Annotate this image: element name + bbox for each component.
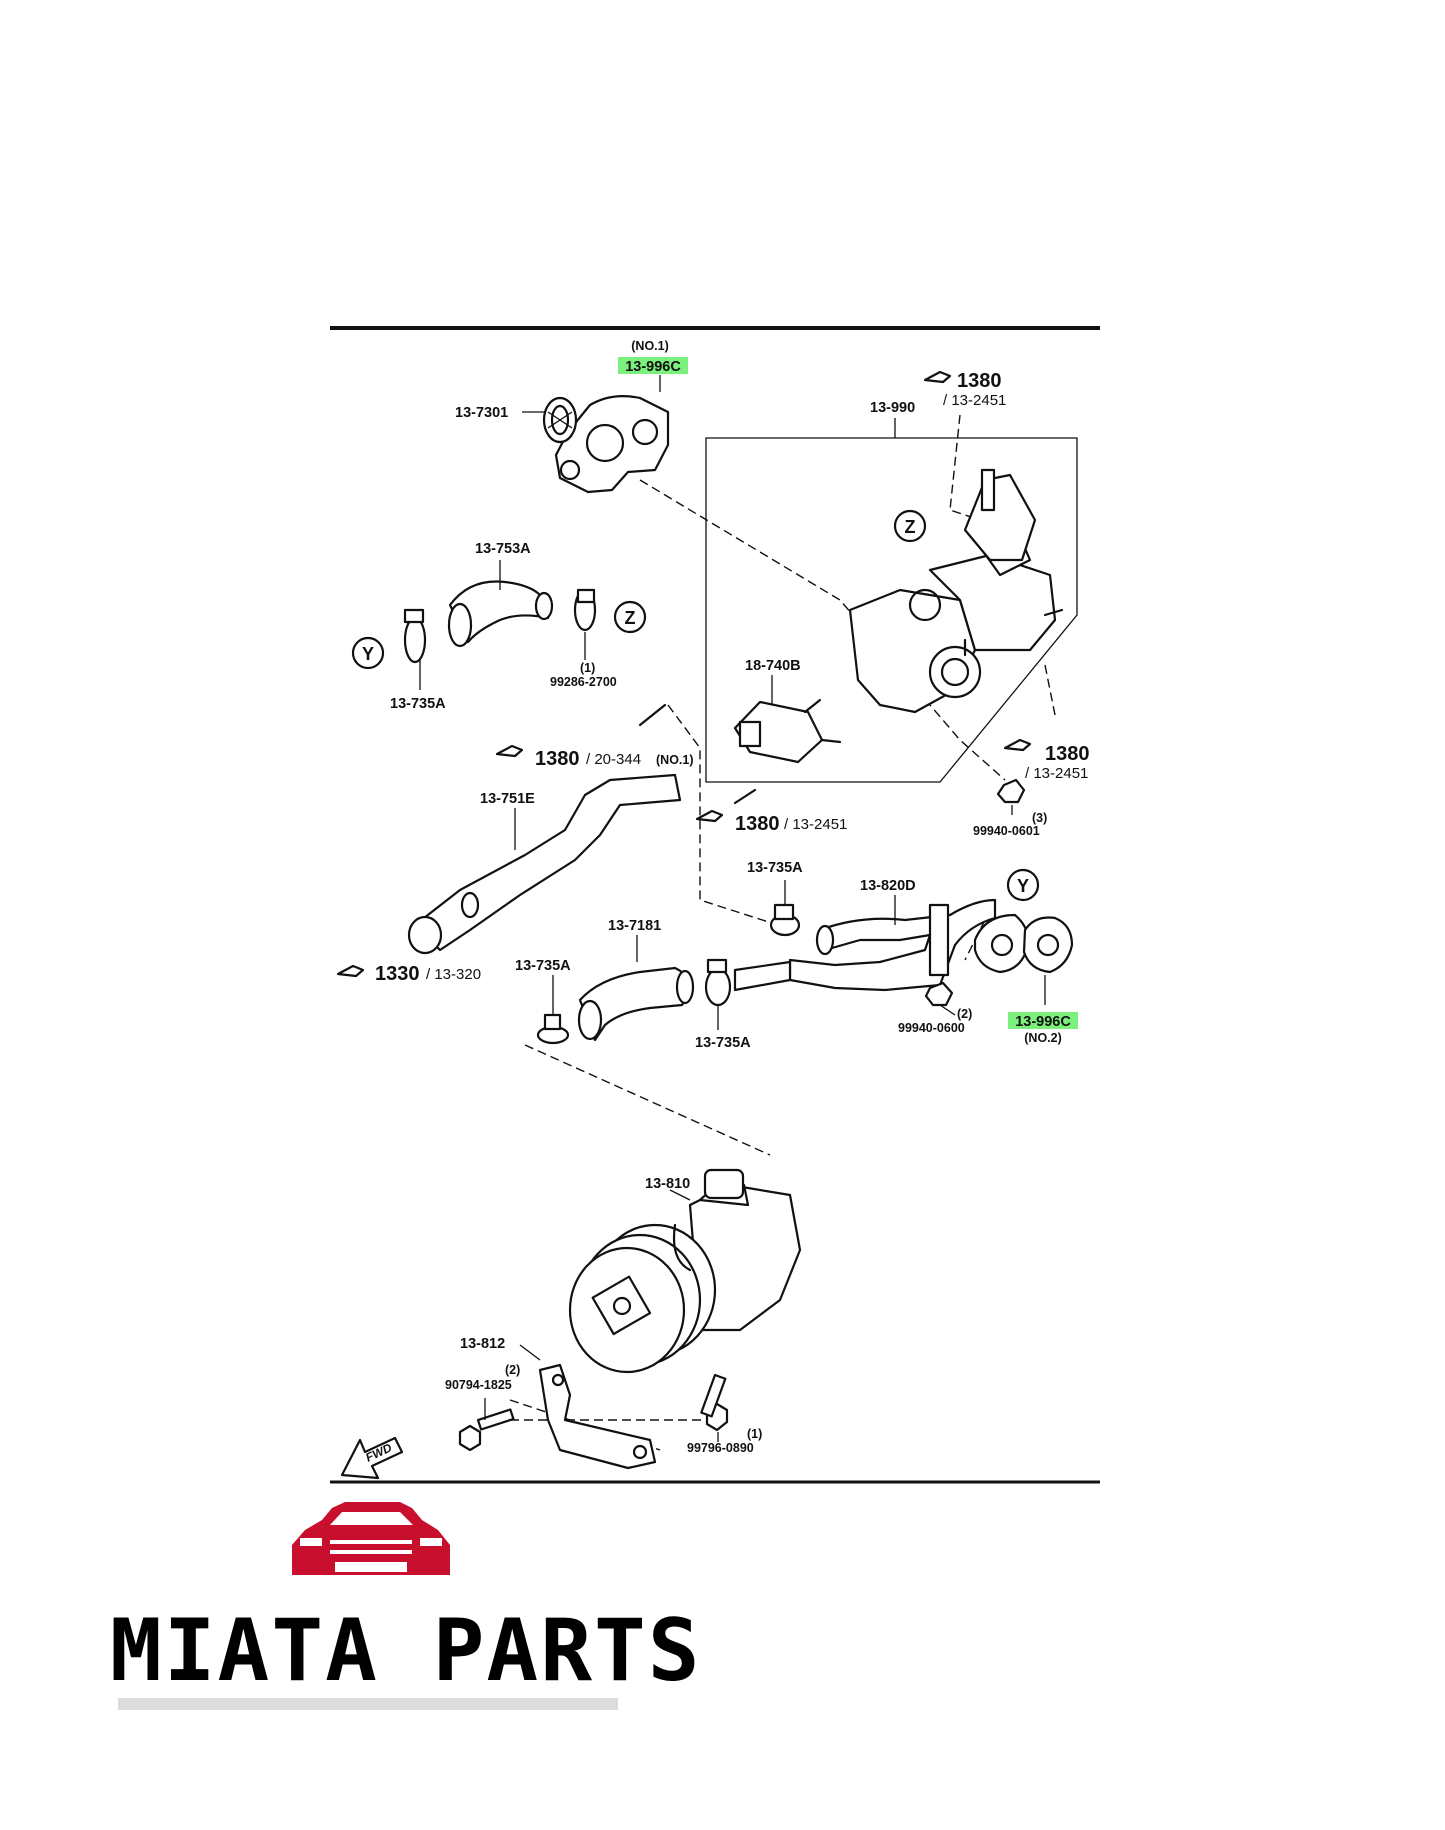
label-hose-753A[interactable]: 13-753A [475, 541, 531, 557]
svg-text:Z: Z [905, 517, 916, 537]
ref-1380-top[interactable]: 1380 [957, 370, 1002, 392]
label-sensor[interactable]: 18-740B [745, 658, 801, 674]
ref-1380-top-sub: / 13-2451 [943, 392, 1006, 409]
gasket-no1-part[interactable] [554, 395, 670, 494]
clamp-lower-part[interactable] [704, 958, 732, 1007]
ref-1330[interactable]: 1330 [375, 963, 420, 985]
label-nut-qty-3: (3) [1032, 811, 1047, 825]
pipe-751E-part[interactable] [407, 773, 682, 955]
label-bolt-qty-1: (1) [747, 1427, 762, 1441]
thermostat-part[interactable] [542, 396, 578, 444]
bracket-part[interactable] [538, 1363, 657, 1470]
ref-1380-right-sub: / 13-2451 [1025, 765, 1088, 782]
nut-0601-part[interactable] [996, 778, 1026, 804]
label-nut-qty-2: (2) [957, 1007, 972, 1021]
brand-name: MIATA PARTS [110, 1601, 702, 1701]
clamp-mid-part[interactable] [769, 903, 801, 937]
highlight-gasket-no2 [1008, 1012, 1078, 1029]
ref-1380-mid-note: (NO.1) [656, 753, 694, 767]
nut-0600-part[interactable] [924, 981, 954, 1007]
water-pump-part[interactable] [568, 1168, 802, 1374]
fwd-arrow-icon: FWD [340, 1436, 404, 1480]
label-gasket-no2-code[interactable]: 13-996C [1015, 1014, 1071, 1030]
bolt-99796-part[interactable] [700, 1373, 729, 1432]
ref-1380-mid-sub: / 20-344 [586, 751, 641, 768]
label-gasket-no1-qty: (NO.1) [631, 339, 669, 353]
label-clamp-735A-mid[interactable]: 13-735A [747, 860, 803, 876]
pipe-820D-part[interactable] [788, 898, 997, 992]
ref-1380-low-sub: / 13-2451 [784, 816, 847, 833]
svg-text:Y: Y [362, 644, 374, 664]
leader-lines [419, 375, 1046, 1442]
label-housing[interactable]: 13-990 [870, 400, 915, 416]
label-bolt-qty-2: (2) [505, 1363, 520, 1377]
callout-z2-icon: Z [613, 600, 647, 634]
label-gasket-no1-code[interactable]: 13-996C [625, 359, 681, 375]
label-pump[interactable]: 13-810 [645, 1176, 690, 1192]
label-clamp-99286[interactable]: 99286-2700 [550, 675, 617, 689]
miata-car-logo-icon [292, 1502, 450, 1575]
svg-text:Y: Y [1017, 876, 1029, 896]
pipe-connector [733, 960, 792, 992]
housing-assembly-box [705, 437, 1078, 783]
bolt-90794-part[interactable] [458, 1408, 515, 1452]
clamp-bottom-part[interactable] [536, 1013, 570, 1045]
hose-753A-part[interactable] [447, 580, 554, 648]
hose-7181-part[interactable] [577, 966, 695, 1042]
label-clamp-735A-bottom[interactable]: 13-735A [515, 958, 571, 974]
label-nut-99940-0601[interactable]: 99940-0601 [973, 824, 1040, 838]
label-nut-99940-0600[interactable]: 99940-0600 [898, 1021, 965, 1035]
label-hose-7181[interactable]: 13-7181 [608, 918, 661, 934]
label-bolt-99796[interactable]: 99796-0890 [687, 1441, 754, 1455]
ref-pointer-icons [336, 370, 1032, 978]
callout-y-icon: Y [351, 636, 385, 670]
thermostat-housing-part[interactable] [848, 468, 1064, 714]
label-bolt-90794[interactable]: 90794-1825 [445, 1378, 512, 1392]
ref-1380-right[interactable]: 1380 [1045, 743, 1090, 765]
label-gasket-no2-qty: (NO.2) [1024, 1031, 1062, 1045]
svg-text:Z: Z [625, 608, 636, 628]
label-bracket[interactable]: 13-812 [460, 1336, 505, 1352]
label-clamp-qty-1: (1) [580, 661, 595, 675]
label-clamp-735A-left[interactable]: 13-735A [390, 696, 446, 712]
callout-z-icon: Z [893, 509, 927, 543]
label-pipe-751E[interactable]: 13-751E [480, 791, 535, 807]
ref-1380-mid[interactable]: 1380 [535, 748, 580, 770]
label-clamp-735A-lower[interactable]: 13-735A [695, 1035, 751, 1051]
highlight-gasket-no1 [618, 357, 688, 374]
ref-1330-sub: / 13-320 [426, 966, 481, 983]
ref-1380-low[interactable]: 1380 [735, 813, 780, 835]
callout-y2-icon: Y [1006, 868, 1040, 902]
label-thermostat[interactable]: 13-7301 [455, 405, 508, 421]
brand-underline [118, 1698, 618, 1710]
clamp-99286-part[interactable] [573, 588, 597, 632]
sensor-part[interactable] [733, 698, 842, 764]
label-pipe-820D[interactable]: 13-820D [860, 878, 916, 894]
gasket-no2-part[interactable] [1022, 916, 1074, 974]
clamp-left-part[interactable] [403, 608, 427, 664]
